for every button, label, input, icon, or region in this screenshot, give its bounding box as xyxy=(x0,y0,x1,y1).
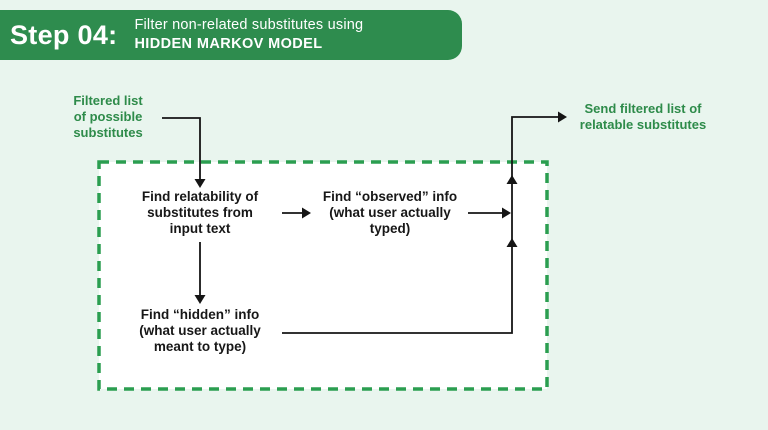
step-subtitle-line1: Filter non-related substitutes using xyxy=(134,17,364,33)
step-subtitle: Filter non-related substitutes using HID… xyxy=(134,16,363,54)
arrowhead-up-channel-upper xyxy=(506,175,518,184)
edge-input-to-relatability xyxy=(162,117,201,180)
arrowhead-right-into-output-label xyxy=(558,111,567,123)
node-find-observed-info: Find “observed” info (what user actually… xyxy=(322,189,458,236)
arrowhead-right-into-observed xyxy=(302,207,311,219)
output-label: Send filtered list of relatable substitu… xyxy=(579,101,707,132)
arrowheads xyxy=(194,111,567,304)
arrowhead-down-into-hidden xyxy=(194,295,206,304)
step-subtitle-line2: HIDDEN MARKOV MODEL xyxy=(134,36,323,52)
arrowhead-right-into-channel xyxy=(502,207,511,219)
arrowhead-up-channel-lower xyxy=(506,238,518,247)
node-find-relatability: Find relatability of substitutes from in… xyxy=(141,189,259,236)
node-find-hidden-info: Find “hidden” info (what user actually m… xyxy=(139,307,261,354)
input-label: Filtered list of possible substitutes xyxy=(73,93,143,140)
arrowhead-down-into-relatability xyxy=(194,179,206,188)
step-header-badge: Step 04: Filter non-related substitutes … xyxy=(0,10,462,60)
step-number-label: Step 04: xyxy=(10,19,118,50)
dashed-boundary-box xyxy=(97,160,549,391)
edge-hidden-to-output xyxy=(282,116,559,334)
